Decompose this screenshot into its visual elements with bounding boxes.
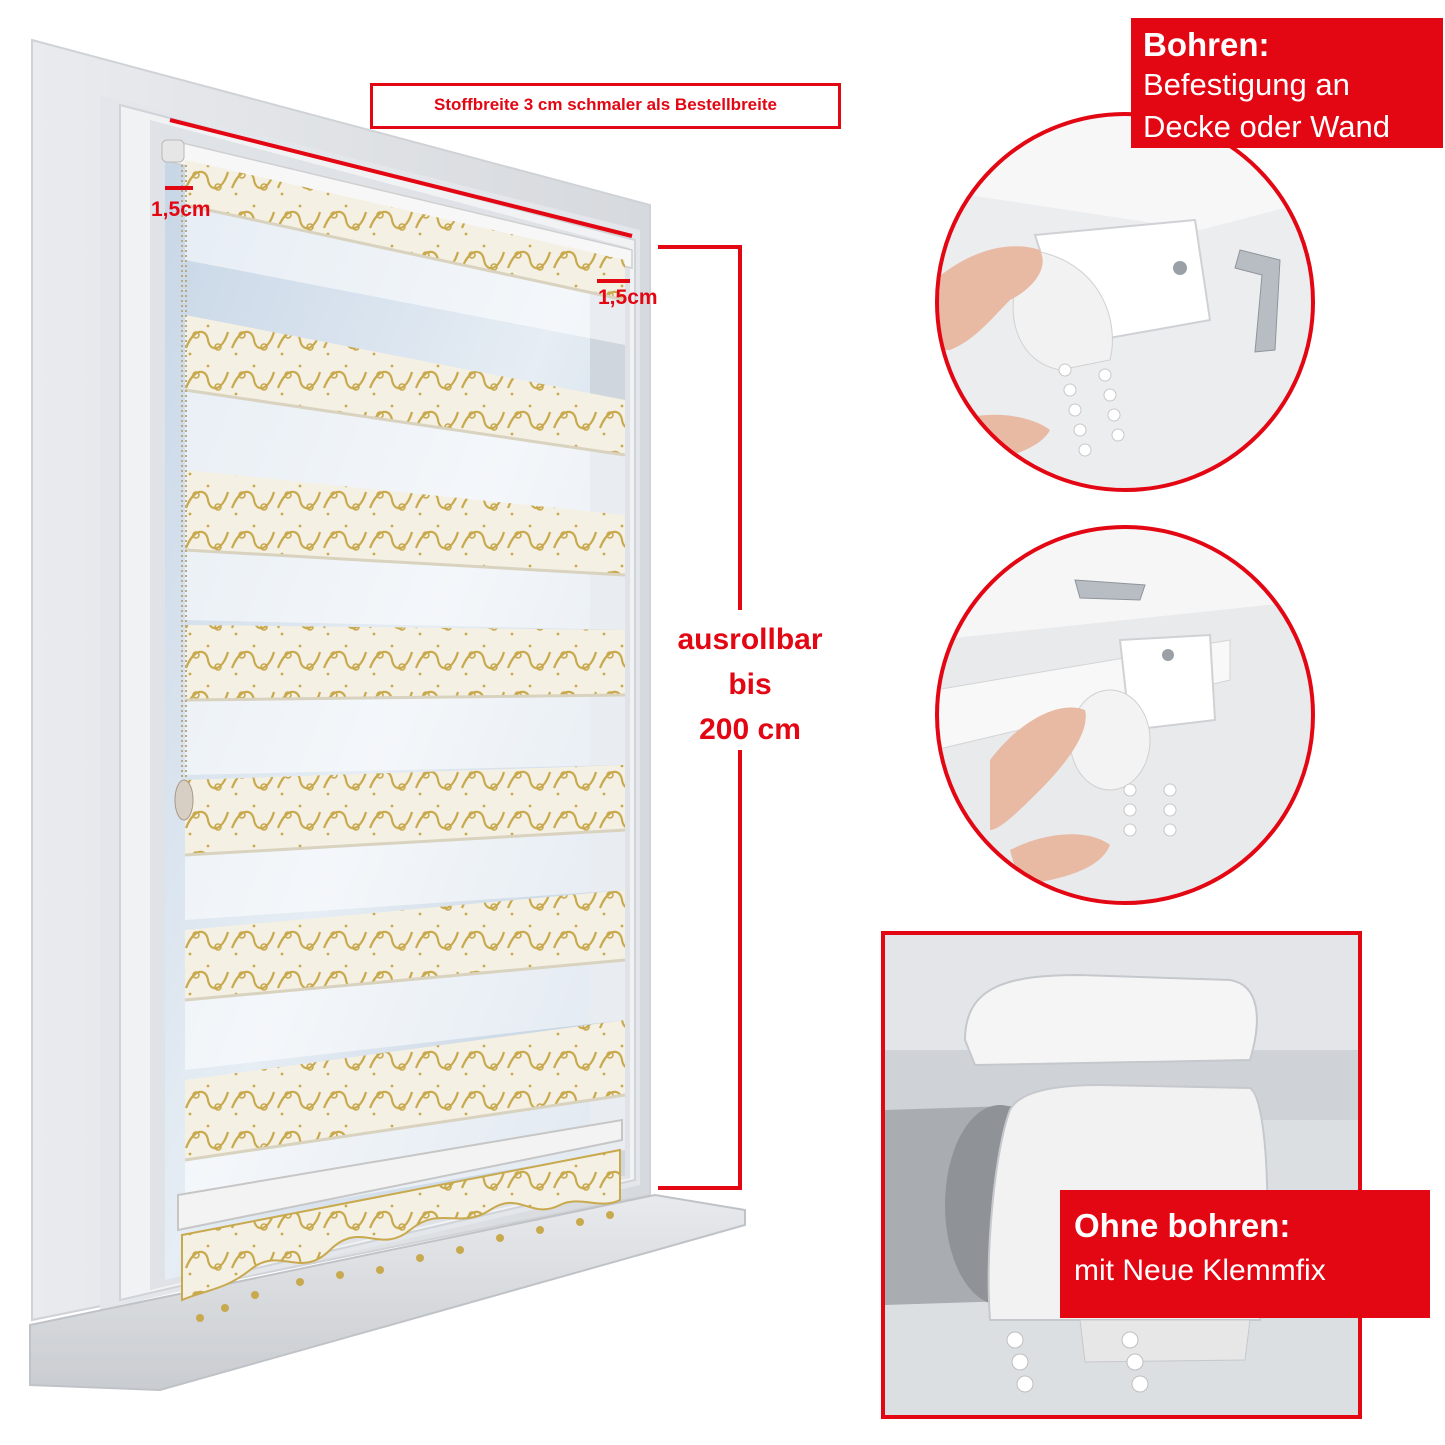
drill-mount-photo-1 xyxy=(935,112,1315,492)
drill-mount-photo-2 xyxy=(935,525,1315,905)
no-drilling-line1: mit Neue Klemmfix xyxy=(1074,1254,1326,1287)
height-label-line1: ausrollbar xyxy=(677,623,823,656)
no-drilling-badge: Ohne bohren: mit Neue Klemmfix xyxy=(1060,1190,1430,1318)
height-label-line2: bis xyxy=(728,668,772,701)
drilling-line1: Befestigung an xyxy=(1143,67,1350,102)
drilling-line2: Decke oder Wand xyxy=(1143,109,1390,144)
drilling-badge: Bohren: Befestigung an Decke oder Wand xyxy=(1131,18,1443,148)
margin-left-label: 1,5cm xyxy=(151,198,211,221)
height-label: ausrollbar bis 200 cm xyxy=(655,617,845,752)
drilling-title: Bohren: xyxy=(1143,26,1270,63)
no-drilling-title: Ohne bohren: xyxy=(1074,1207,1291,1244)
fabric-width-note: Stoffbreite 3 cm schmaler als Bestellbre… xyxy=(370,83,841,129)
clamp-mount-photo xyxy=(881,931,1362,1419)
margin-right-label: 1,5cm xyxy=(598,286,658,309)
height-label-line3: 200 cm xyxy=(699,713,801,746)
